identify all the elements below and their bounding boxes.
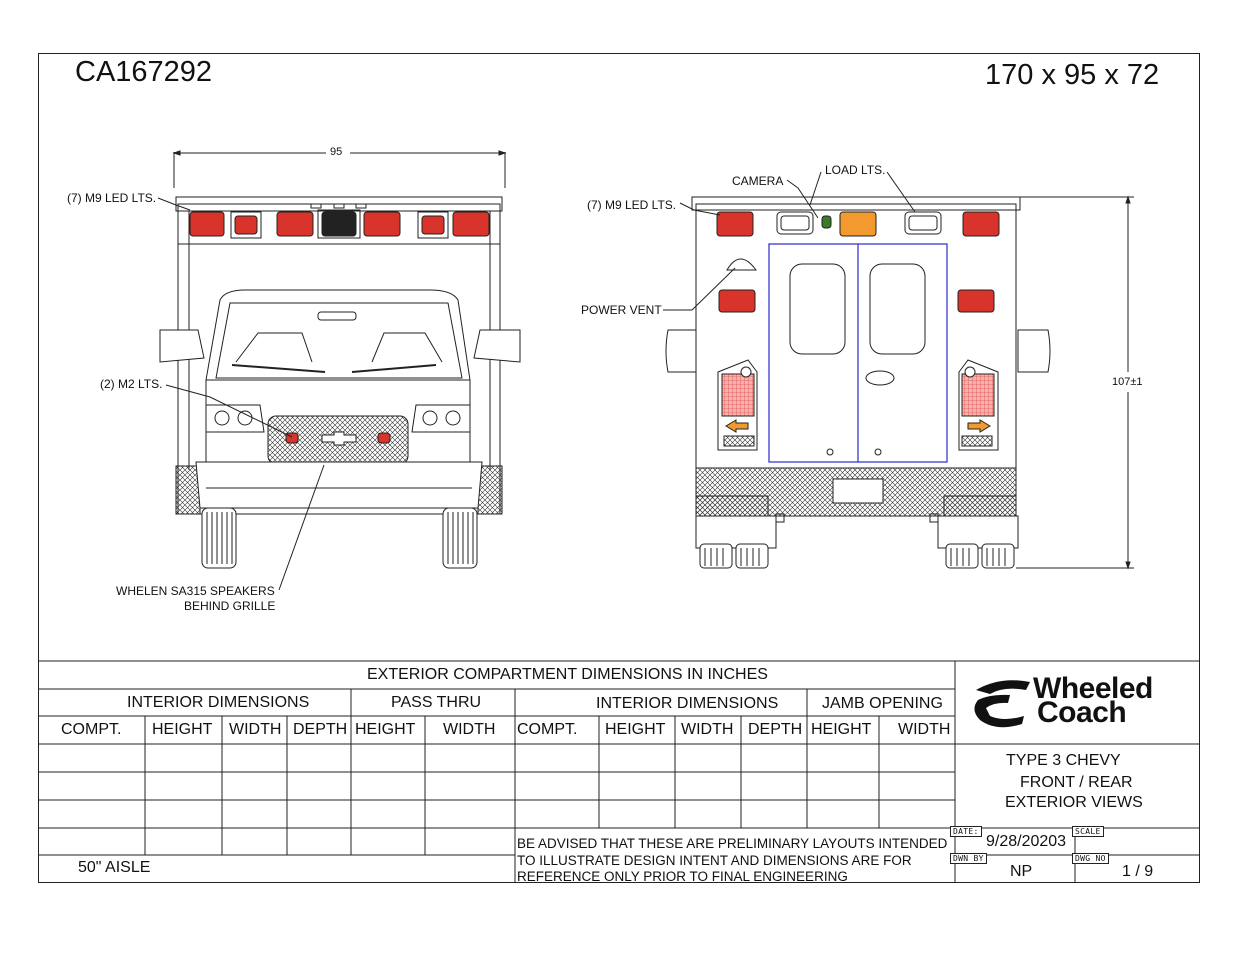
- drawn-by-value: NP: [1010, 863, 1033, 880]
- camera-callout: CAMERA: [732, 174, 784, 188]
- col-left-depth: DEPTH: [293, 721, 348, 738]
- scale-tag: SCALE: [1072, 826, 1104, 837]
- drawn-by-tag: DWN BY: [950, 853, 987, 864]
- title-line1: TYPE 3 CHEVY: [1006, 752, 1121, 769]
- disclaimer-line3: REFERENCE ONLY PRIOR TO FINAL ENGINEERIN…: [517, 869, 848, 882]
- front-view: [157, 150, 521, 591]
- aisle-note: 50" AISLE: [78, 859, 151, 876]
- disclaimer-line2: TO ILLUSTRATE DESIGN INTENT AND DIMENSIO…: [517, 853, 912, 868]
- rear-view: [663, 171, 1134, 570]
- dwg-no-value: 1 / 9: [1122, 863, 1154, 880]
- logo-wheeled: Wheeled: [1033, 672, 1153, 705]
- group-interior-right: INTERIOR DIMENSIONS: [596, 695, 779, 712]
- date-tag: DATE:: [950, 826, 982, 837]
- overall-dimensions: 170 x 95 x 72: [985, 59, 1160, 91]
- col-jamb-width: WIDTH: [898, 721, 951, 738]
- col-left-height: HEIGHT: [152, 721, 213, 738]
- col-right-height: HEIGHT: [605, 721, 666, 738]
- drawing-number: CA167292: [75, 56, 213, 88]
- front-m9-callout: (7) M9 LED LTS.: [67, 191, 157, 205]
- table-title: EXTERIOR COMPARTMENT DIMENSIONS IN INCHE…: [367, 666, 768, 683]
- col-left-compt: COMPT.: [61, 721, 122, 738]
- col-right-depth: DEPTH: [748, 721, 803, 738]
- logo-mark: [974, 680, 1030, 728]
- col-pass-width: WIDTH: [443, 721, 496, 738]
- col-right-width: WIDTH: [681, 721, 734, 738]
- date-value: 9/28/20203: [986, 833, 1067, 850]
- logo-coach: Coach: [1037, 696, 1127, 729]
- power-vent-callout: POWER VENT: [581, 303, 662, 317]
- load-lights-callout: LOAD LTS.: [825, 163, 886, 177]
- col-pass-height: HEIGHT: [355, 721, 416, 738]
- front-width-dimension: 95: [328, 146, 345, 158]
- col-jamb-height: HEIGHT: [811, 721, 872, 738]
- col-right-compt: COMPT.: [517, 721, 578, 738]
- col-left-width: WIDTH: [229, 721, 282, 738]
- speakers-callout-line2: BEHIND GRILLE: [184, 599, 276, 613]
- rear-height-dimension: 107±1: [1112, 376, 1143, 388]
- drawing-sheet: [38, 53, 1200, 883]
- group-interior-left: INTERIOR DIMENSIONS: [127, 694, 310, 711]
- title-line2: FRONT / REAR: [1020, 774, 1133, 791]
- speakers-callout-line1: WHELEN SA315 SPEAKERS: [116, 584, 275, 598]
- title-line3: EXTERIOR VIEWS: [1005, 794, 1143, 811]
- front-m2-callout: (2) M2 LTS.: [100, 377, 163, 391]
- disclaimer-line1: BE ADVISED THAT THESE ARE PRELIMINARY LA…: [517, 836, 948, 851]
- dwg-no-tag: DWG NO: [1072, 853, 1109, 864]
- table-grid: [38, 660, 1200, 883]
- group-pass-thru: PASS THRU: [391, 694, 482, 711]
- rear-m9-callout: (7) M9 LED LTS.: [587, 198, 677, 212]
- group-jamb-opening: JAMB OPENING: [822, 695, 943, 712]
